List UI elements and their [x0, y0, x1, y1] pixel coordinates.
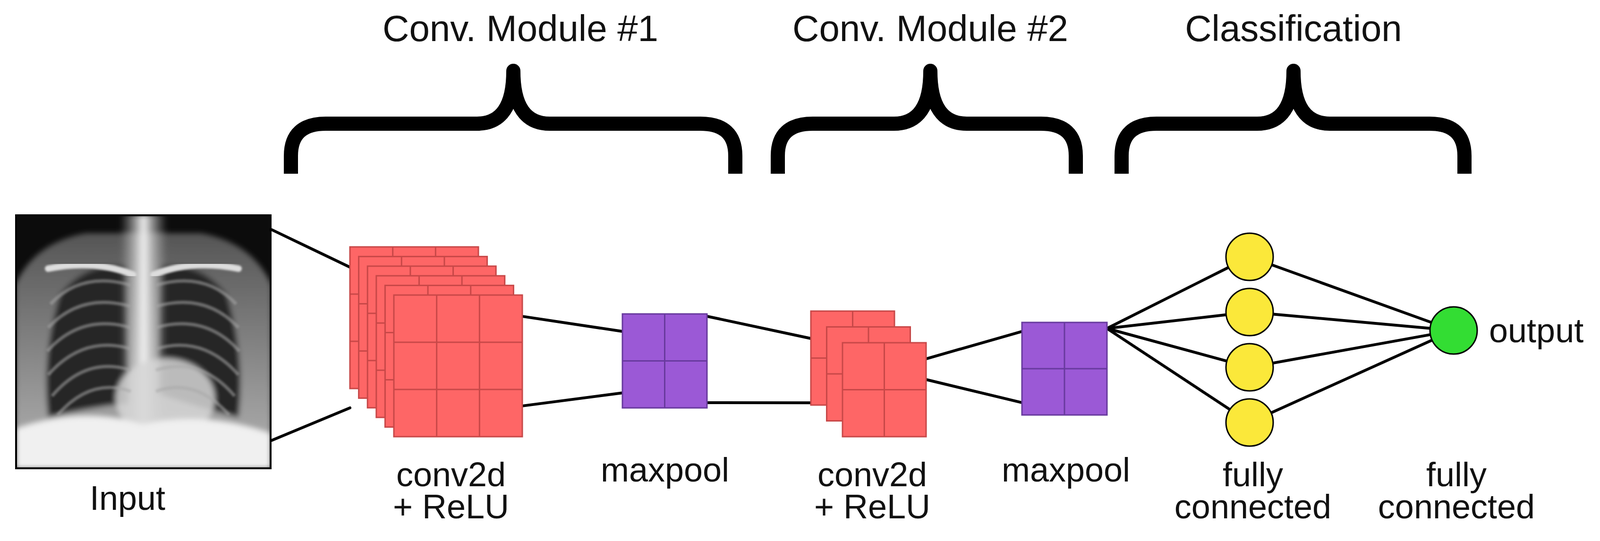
brace	[777, 70, 1076, 174]
image-border	[16, 215, 271, 469]
connector-line	[271, 229, 350, 268]
layer-label: conv2d + ReLU	[387, 458, 515, 523]
connector-line	[926, 379, 1022, 403]
layer-block: maxpool	[622, 314, 707, 409]
connector-line	[271, 408, 350, 441]
input-image: Input	[15, 214, 272, 470]
grid-line	[842, 389, 927, 391]
connector	[926, 331, 1022, 403]
connector-line	[926, 331, 1022, 359]
grid-line	[1021, 368, 1107, 370]
neuron	[1225, 233, 1274, 281]
brace	[290, 70, 736, 174]
connector-line	[522, 316, 623, 332]
neuron	[1225, 288, 1274, 336]
map-square	[842, 342, 927, 437]
feature-map	[393, 295, 523, 437]
layer-label: fully connected	[1371, 458, 1542, 523]
layer-label: fully connected	[1167, 458, 1338, 523]
map-square	[393, 295, 523, 437]
layer-shape	[810, 311, 927, 437]
layer-shape	[1021, 322, 1107, 416]
connector-line	[1106, 328, 1227, 362]
neuron	[1225, 343, 1274, 392]
ribs	[47, 280, 240, 416]
module-title: Conv. Module #2	[717, 9, 1143, 48]
layer-shape	[622, 314, 707, 409]
layer-label: Input	[33, 482, 222, 515]
grid-line	[393, 389, 523, 391]
clavicles	[48, 264, 239, 275]
layer-label: output	[1489, 314, 1598, 347]
layer-block: maxpool	[1021, 322, 1107, 416]
connector-line	[1106, 328, 1230, 410]
xray-background	[15, 214, 272, 470]
grid-line	[622, 360, 707, 362]
neuron	[1429, 306, 1478, 355]
xray-anatomy	[15, 214, 272, 470]
layer-block: conv2d + ReLU	[349, 246, 523, 437]
neuron-layer: fully connected	[1223, 231, 1277, 449]
connector	[1106, 267, 1230, 410]
diaphragm	[15, 416, 272, 470]
connector	[706, 316, 811, 403]
neuron	[1225, 399, 1274, 447]
layer-shape	[349, 246, 523, 437]
brace	[1121, 70, 1465, 174]
layer-label: conv2d + ReLU	[808, 458, 937, 523]
connector-line	[1271, 340, 1433, 414]
feature-map	[1021, 322, 1107, 416]
connector-line	[706, 401, 811, 405]
layer-shape	[1223, 231, 1277, 449]
layer-label: maxpool	[971, 453, 1161, 486]
connector-line	[1272, 334, 1431, 364]
connector-line	[1106, 267, 1229, 329]
neuron-layer: outputfully connected	[1429, 306, 1479, 356]
xray-image	[15, 214, 272, 470]
feature-map	[842, 342, 927, 437]
layer-block: conv2d + ReLU	[810, 311, 927, 437]
connector-line	[1273, 314, 1430, 329]
rib	[57, 387, 131, 416]
rib	[155, 387, 230, 416]
layer-shape	[1429, 306, 1479, 356]
clavicle	[48, 264, 134, 275]
feature-map	[622, 314, 707, 409]
module-title: Conv. Module #1	[307, 9, 733, 48]
rib	[155, 280, 237, 305]
map-square	[622, 314, 707, 409]
grid-line	[478, 295, 481, 437]
connector	[522, 316, 623, 407]
map-square	[1021, 322, 1107, 416]
rib	[50, 280, 131, 305]
connector	[1271, 264, 1433, 413]
connector-line	[1106, 314, 1226, 329]
grid-line	[435, 295, 438, 437]
clavicle	[153, 264, 239, 275]
connector-line	[706, 316, 811, 339]
grid-line	[393, 341, 523, 344]
connector-line	[1271, 264, 1432, 323]
layer-label: maxpool	[570, 453, 760, 486]
connector-line	[522, 392, 623, 407]
module-title: Classification	[1080, 9, 1507, 48]
connector	[271, 229, 350, 441]
